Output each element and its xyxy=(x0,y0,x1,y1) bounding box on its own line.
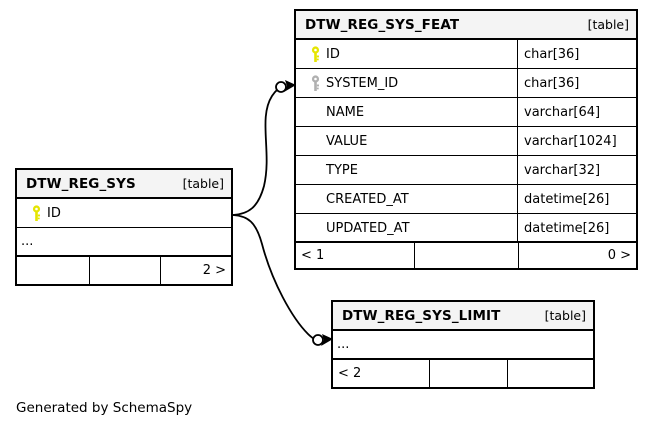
column-type: datetime[26] xyxy=(517,185,636,213)
table-row: ID char[36] xyxy=(296,40,636,69)
cardinality-zero-marker xyxy=(312,334,324,346)
more-columns-ellipsis: ... xyxy=(333,331,593,360)
column-label: ID xyxy=(326,46,340,62)
footer-parent-count: < 1 xyxy=(301,248,325,264)
relationship-edge-sys-to-feat xyxy=(232,80,296,216)
column-name-cell: SYSTEM_ID xyxy=(296,69,517,97)
key-glyph xyxy=(311,45,319,62)
table-header: DTW_REG_SYS_LIMIT [table] xyxy=(333,302,593,331)
column-type: char[36] xyxy=(517,69,636,97)
table-footer: < 2 xyxy=(333,360,593,387)
footer-child-count: 0 > xyxy=(518,243,636,269)
table-title: DTW_REG_SYS_FEAT xyxy=(305,16,460,33)
table-row: VALUE varchar[1024] xyxy=(296,127,636,156)
column-label: ID xyxy=(47,205,61,221)
column-label: VALUE xyxy=(326,133,368,149)
diagram-caption: Generated by SchemaSpy xyxy=(16,400,193,416)
table-header: DTW_REG_SYS_FEAT [table] xyxy=(296,11,636,40)
cardinality-zero-marker xyxy=(275,81,287,93)
table-footer: < 1 0 > xyxy=(296,241,636,269)
table-row: SYSTEM_ID char[36] xyxy=(296,69,636,98)
footer-child-count xyxy=(507,360,593,387)
key-glyph xyxy=(311,74,319,91)
footer-parent-count xyxy=(17,257,89,284)
key-glyph xyxy=(32,204,40,221)
key-icon-primary xyxy=(304,45,326,63)
footer-middle-cell xyxy=(414,243,518,269)
footer-parent-count: < 2 xyxy=(338,366,362,381)
table-row: NAME varchar[64] xyxy=(296,98,636,127)
column-type: char[36] xyxy=(517,40,636,68)
column-label: CREATED_AT xyxy=(326,191,409,207)
column-name-cell: TYPE xyxy=(296,156,517,184)
table-row: ID xyxy=(17,199,231,228)
key-icon-primary xyxy=(25,204,47,222)
footer-middle-cell xyxy=(429,360,507,387)
more-columns-ellipsis: ... xyxy=(17,228,231,257)
key-icon-foreign xyxy=(304,74,326,92)
table-title: DTW_REG_SYS xyxy=(26,175,136,192)
footer-child-count: 2 > xyxy=(160,257,231,284)
column-name-cell: CREATED_AT xyxy=(296,185,517,213)
table-title: DTW_REG_SYS_LIMIT xyxy=(342,307,501,324)
column-type: varchar[32] xyxy=(517,156,636,184)
table-dtw-reg-sys-limit[interactable]: DTW_REG_SYS_LIMIT [table] ... < 2 xyxy=(331,300,595,389)
table-type-tag: [table] xyxy=(587,17,629,32)
column-type: datetime[26] xyxy=(517,214,636,242)
column-name-cell: UPDATED_AT xyxy=(296,214,517,242)
table-header: DTW_REG_SYS [table] xyxy=(17,170,231,199)
column-name-cell: ID xyxy=(296,40,517,68)
table-type-tag: [table] xyxy=(544,308,586,323)
table-row: TYPE varchar[32] xyxy=(296,156,636,185)
table-type-tag: [table] xyxy=(182,176,224,191)
column-label: SYSTEM_ID xyxy=(326,75,399,91)
table-row: UPDATED_AT datetime[26] xyxy=(296,214,636,243)
table-dtw-reg-sys-feat[interactable]: DTW_REG_SYS_FEAT [table] ID char[36] xyxy=(294,9,638,271)
column-label: NAME xyxy=(326,104,365,120)
column-name-cell: NAME xyxy=(296,98,517,126)
column-name-cell: VALUE xyxy=(296,127,517,155)
column-name-cell: ID xyxy=(17,199,231,227)
table-footer: 2 > xyxy=(17,257,231,284)
table-row: CREATED_AT datetime[26] xyxy=(296,185,636,214)
column-label: TYPE xyxy=(326,162,358,178)
column-label: UPDATED_AT xyxy=(326,220,410,236)
column-type: varchar[64] xyxy=(517,98,636,126)
footer-middle-cell xyxy=(89,257,160,284)
column-type: varchar[1024] xyxy=(517,127,636,155)
table-dtw-reg-sys[interactable]: DTW_REG_SYS [table] ID ... xyxy=(15,168,233,286)
